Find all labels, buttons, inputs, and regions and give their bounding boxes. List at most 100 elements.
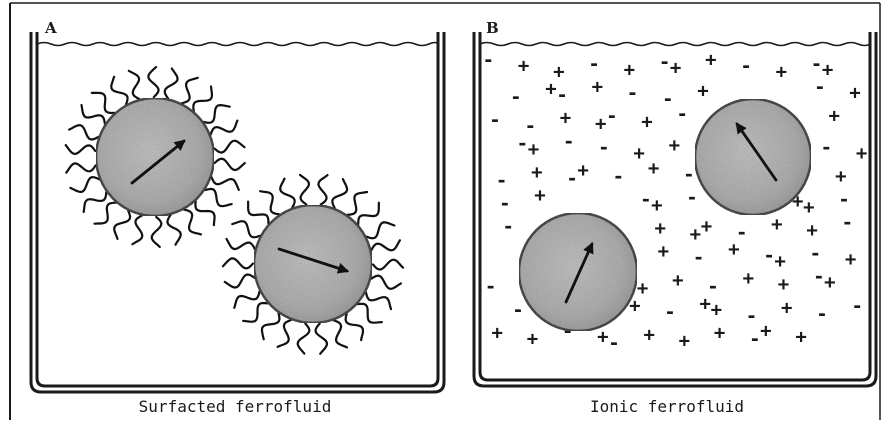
surfactant-tail: [184, 210, 201, 235]
positive-ion: +: [648, 157, 659, 179]
positive-ion: +: [774, 251, 785, 273]
surfactant-tail: [366, 222, 394, 238]
surfactant-tail: [182, 78, 198, 104]
surfactant-tail: [84, 192, 107, 212]
surfactant-tail: [248, 202, 268, 224]
liquid-surface-b: [480, 43, 870, 46]
negative-ion: -: [502, 216, 513, 238]
surfactant-tail: [262, 313, 280, 339]
positive-ion: +: [651, 195, 662, 217]
positive-ion: +: [806, 220, 817, 242]
surfactant-tail: [371, 240, 400, 250]
surfactant-tail: [165, 69, 178, 99]
surfactant-tail: [95, 203, 117, 224]
negative-ion: -: [683, 163, 694, 185]
positive-ion: +: [658, 241, 669, 263]
negative-ion: -: [763, 245, 774, 267]
positive-ion: +: [633, 142, 644, 164]
positive-ion: +: [795, 326, 806, 348]
positive-ion: +: [679, 330, 690, 352]
positive-ion: +: [528, 138, 539, 160]
negative-ion: -: [749, 328, 760, 350]
panel-letter-a: A: [44, 19, 57, 37]
negative-ion: -: [627, 82, 638, 104]
negative-ion: -: [821, 136, 832, 158]
negative-ion: -: [813, 266, 824, 288]
particle: [695, 99, 811, 215]
surfactant-tail: [318, 175, 327, 204]
surfactant-tail: [195, 201, 214, 225]
positive-ion: +: [527, 328, 538, 350]
negative-ion: -: [664, 301, 675, 323]
negative-ion: -: [851, 295, 862, 317]
positive-ion: +: [545, 78, 556, 100]
surfactant-tail: [214, 141, 244, 153]
negative-ion: -: [842, 212, 853, 234]
positive-ion: +: [641, 111, 652, 133]
positive-ion: +: [856, 142, 867, 164]
positive-ion: +: [654, 218, 665, 240]
negative-ion: -: [489, 109, 500, 131]
negative-ion: -: [608, 332, 619, 354]
positive-ion: +: [803, 197, 814, 219]
positive-ion: +: [624, 59, 635, 81]
particle: [519, 213, 637, 331]
positive-ion: +: [518, 55, 529, 77]
surfactant-tail: [129, 71, 140, 99]
negative-ion: -: [686, 187, 697, 209]
positive-ion: +: [711, 299, 722, 321]
surfactant-tail: [82, 105, 105, 124]
negative-ion: -: [816, 303, 827, 325]
surfactant-tail: [334, 320, 347, 347]
surfactant-tail: [148, 67, 158, 97]
negative-ion: -: [588, 53, 599, 75]
negative-ion: -: [838, 189, 849, 211]
panel-b: B -++-+-++-+-+-+-+--+-+--++-+-+-+--++-+-…: [474, 19, 876, 416]
negative-ion: -: [566, 167, 577, 189]
negative-ion: -: [512, 299, 523, 321]
positive-ion: +: [670, 57, 681, 79]
surfactant-tail: [348, 192, 368, 215]
negative-ion: -: [640, 189, 651, 211]
positive-ion: +: [835, 165, 846, 187]
negative-ion: -: [485, 276, 496, 298]
positive-ion: +: [705, 49, 716, 71]
surfactant-tail: [227, 239, 255, 249]
surfactant-tail: [260, 191, 279, 214]
surfactant-tail: [69, 125, 98, 139]
surfactant-tail: [332, 179, 347, 208]
negative-ion: -: [814, 76, 825, 98]
positive-ion: +: [643, 324, 654, 346]
negative-ion: -: [676, 103, 687, 125]
particle: [254, 205, 372, 323]
surfactant-tail: [358, 203, 379, 225]
surfactant-tail: [278, 320, 292, 347]
negative-ion: -: [693, 247, 704, 269]
surfactant-tail: [358, 304, 382, 323]
surfactant-tail: [232, 221, 260, 237]
surfactant-tail: [366, 292, 391, 309]
caption-a: Surfacted ferrofluid: [139, 397, 332, 416]
positive-ion: +: [560, 107, 571, 129]
positive-ion: +: [672, 270, 683, 292]
surfactant-tail: [70, 177, 99, 192]
surfactant-tail: [371, 276, 401, 289]
positive-ion: +: [690, 224, 701, 246]
particle: [96, 98, 214, 216]
positive-ion: +: [491, 322, 502, 344]
negative-ion: -: [613, 165, 624, 187]
positive-ion: +: [531, 161, 542, 183]
surfactant-tail: [223, 258, 253, 268]
surfactant-tail: [280, 179, 294, 208]
panel-a: A Surfacted ferrofluid: [31, 19, 444, 416]
positive-ion: +: [699, 293, 710, 315]
positive-ion: +: [714, 322, 725, 344]
liquid-surface-a: [37, 43, 438, 46]
positive-ion: +: [771, 214, 782, 236]
surfactant-tail: [298, 324, 310, 354]
surfactant-tail: [215, 159, 245, 170]
positive-ion: +: [743, 268, 754, 290]
surfactant-tail: [92, 93, 115, 113]
positive-ion: +: [701, 216, 712, 238]
